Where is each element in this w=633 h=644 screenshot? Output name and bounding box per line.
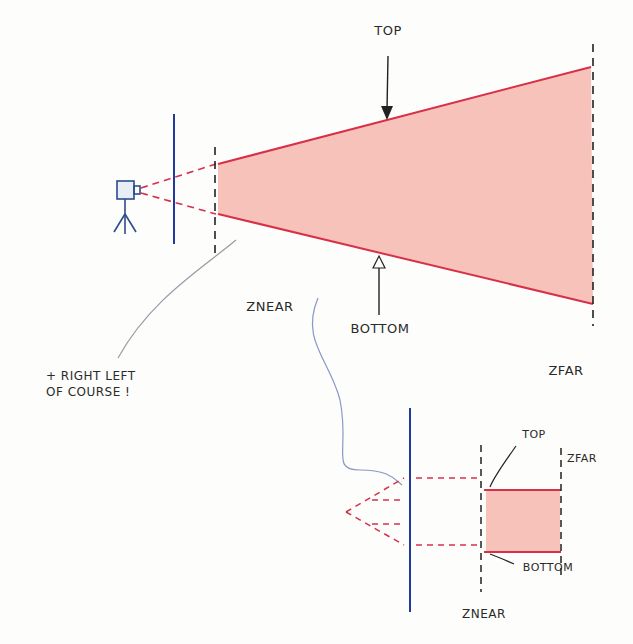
znear-label: ZNEAR	[246, 298, 293, 316]
znear-label: ZNEAR	[462, 606, 506, 622]
top-label: TOP	[522, 428, 546, 443]
top-label: TOP	[374, 22, 402, 40]
bottom-label: BOTTOM	[350, 320, 409, 338]
note-text: + RIGHT LEFT OF COURSE !	[46, 368, 138, 400]
zfar-label: ZFAR	[567, 452, 597, 467]
zfar-label: ZFAR	[548, 362, 583, 380]
bottom-label: BOTTOM	[523, 561, 573, 576]
